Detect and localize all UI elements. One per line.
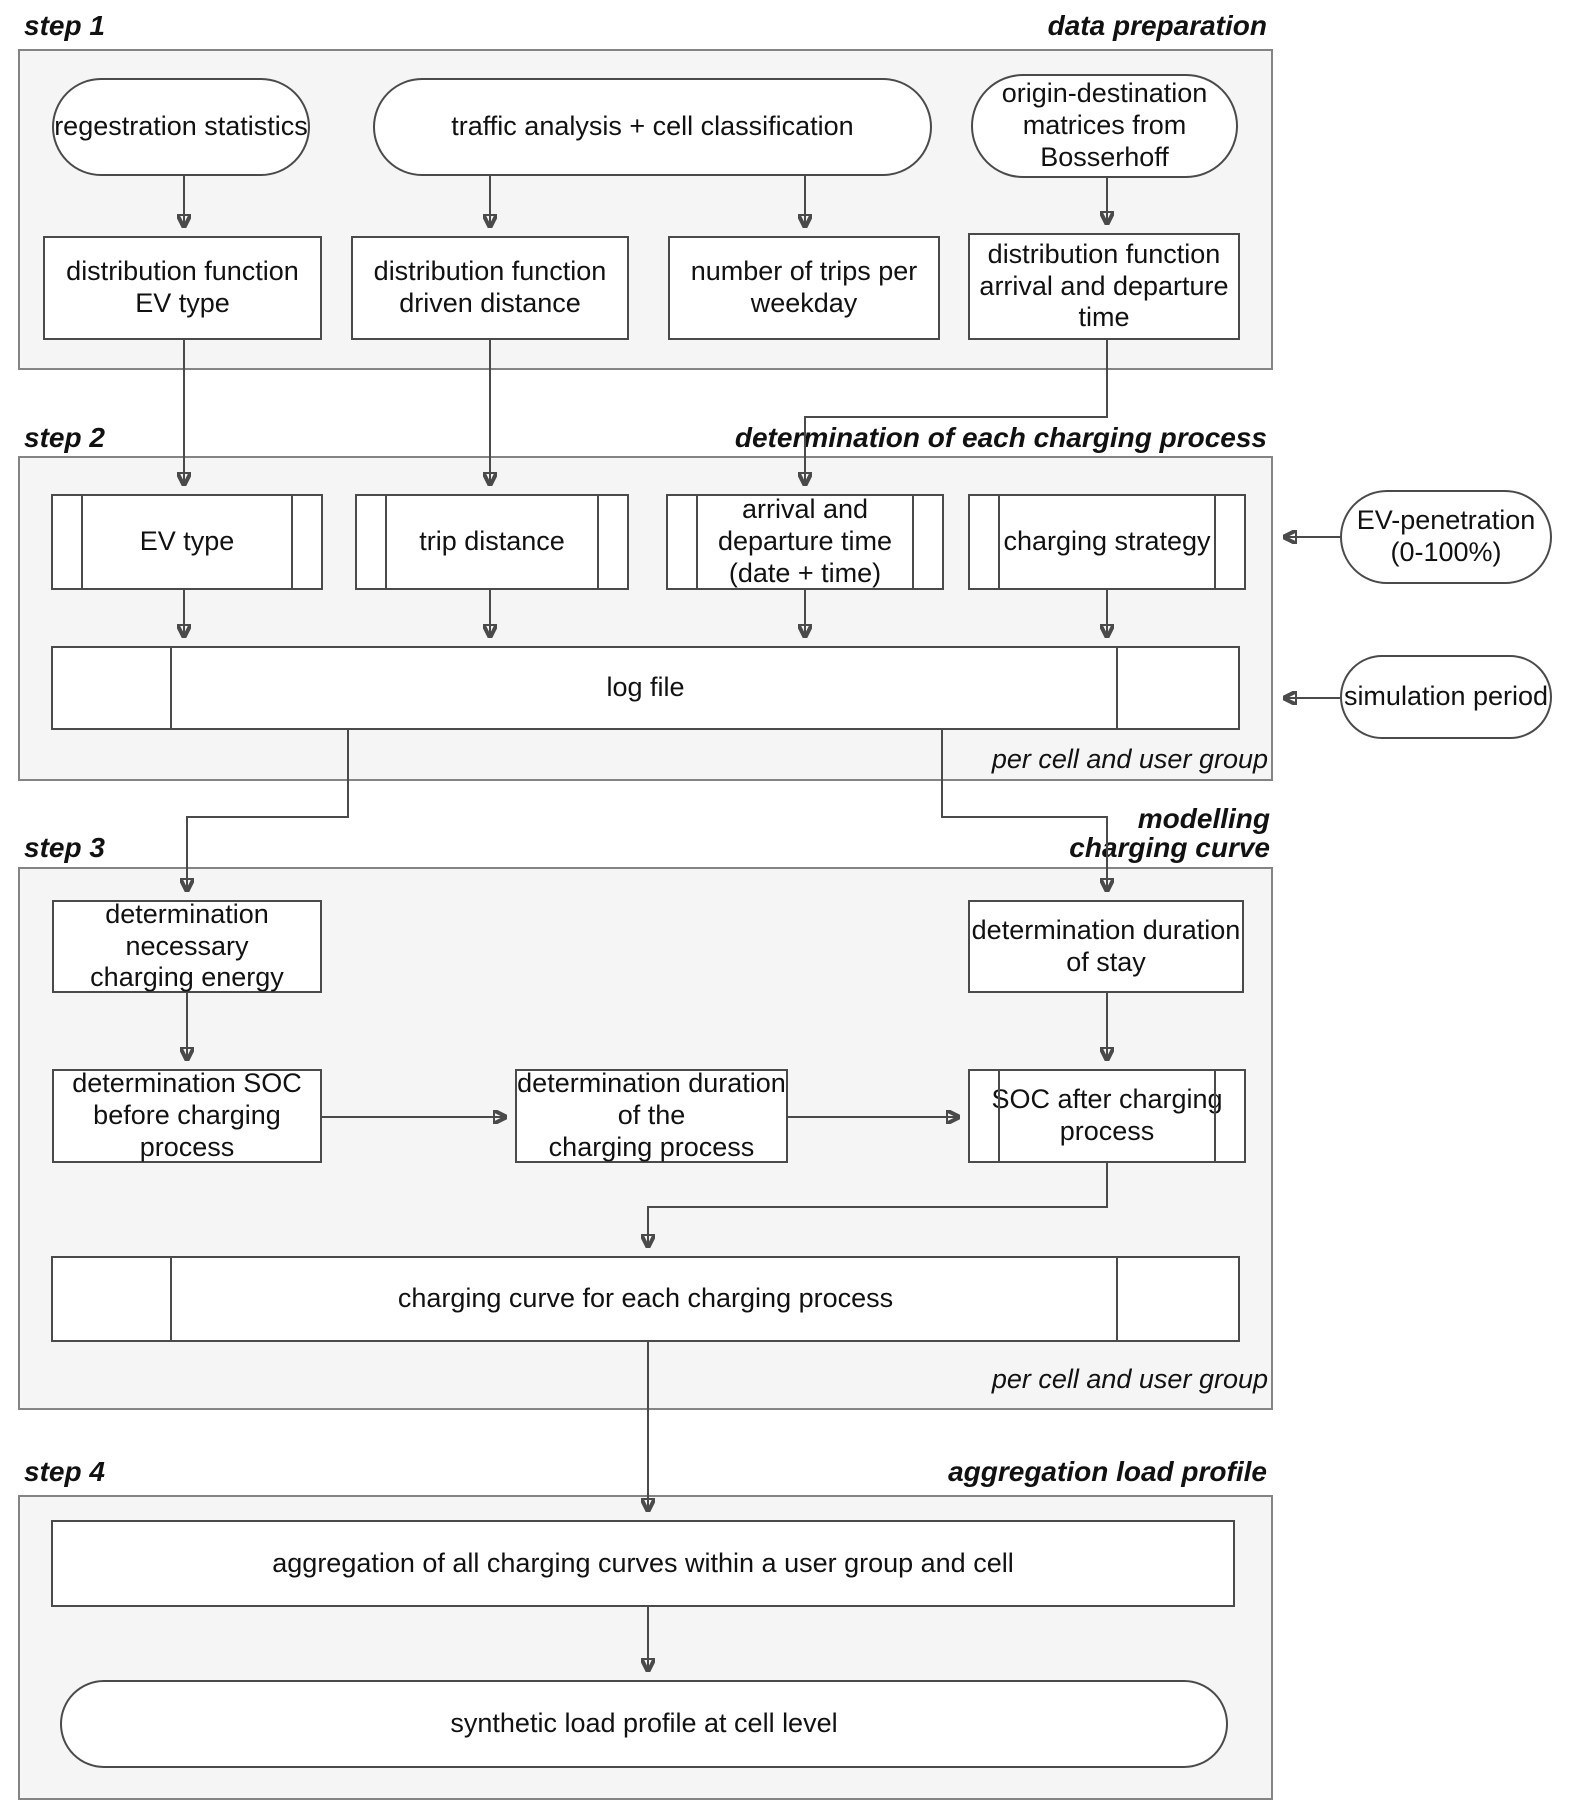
node-necessary-charging-energy: determination necessary charging energy <box>52 899 322 993</box>
subprocess-bar-right <box>597 496 599 588</box>
logfile-divider-left <box>170 648 172 728</box>
node-trip-distance-label: trip distance <box>419 526 565 557</box>
node-simulation-period: simulation period <box>1340 655 1552 739</box>
node-ev-type: EV type <box>51 494 323 590</box>
step4-title: aggregation load profile <box>948 1456 1267 1487</box>
node-aggregation-charging-curves: aggregation of all charging curves withi… <box>51 1520 1235 1607</box>
node-synthetic-load-profile: synthetic load profile at cell level <box>60 1680 1228 1768</box>
step2-note: per cell and user group <box>991 744 1268 774</box>
subprocess-bar-left <box>998 1071 1000 1161</box>
subprocess-bar-left <box>696 496 698 588</box>
node-soc-after-charging-label: SOC after charging process <box>991 1084 1223 1146</box>
node-charging-strategy: charging strategy <box>968 494 1246 590</box>
node-log-file-label: log file <box>606 672 685 703</box>
node-charging-curve: charging curve for each charging process <box>51 1256 1240 1342</box>
subprocess-bar-left <box>385 496 387 588</box>
step2-title: determination of each charging process <box>734 422 1267 453</box>
step1-label: step 1 <box>24 10 105 41</box>
step3-title-line1: modelling <box>1137 803 1270 834</box>
node-trip-distance: trip distance <box>355 494 629 590</box>
step3-note: per cell and user group <box>991 1364 1268 1394</box>
node-distribution-driven-distance: distribution function driven distance <box>351 236 629 340</box>
node-traffic-analysis: traffic analysis + cell classification <box>373 78 932 176</box>
node-log-file: log file <box>51 646 1240 730</box>
node-number-of-trips: number of trips per weekday <box>668 236 940 340</box>
subprocess-bar-left <box>998 496 1000 588</box>
node-charging-strategy-label: charging strategy <box>1003 526 1211 557</box>
step3-label: step 3 <box>24 832 105 863</box>
node-arrival-departure-time: arrival and departure time (date + time) <box>666 494 944 590</box>
node-soc-before-charging: determination SOC before charging proces… <box>52 1068 322 1163</box>
subprocess-bar-right <box>291 496 293 588</box>
node-distribution-arrival-departure: distribution function arrival and depart… <box>968 233 1240 340</box>
step1-title: data preparation <box>1047 10 1267 41</box>
subprocess-bar-right <box>1214 496 1216 588</box>
node-duration-charging-process: determination duration of the charging p… <box>515 1068 788 1163</box>
node-duration-of-stay: determination duration of stay <box>968 900 1244 993</box>
step4-label: step 4 <box>24 1456 105 1487</box>
node-charging-curve-label: charging curve for each charging process <box>397 1283 894 1314</box>
node-registration-statistics: regestration statistics <box>52 78 310 176</box>
subprocess-bar-right <box>1214 1071 1216 1161</box>
node-origin-destination-matrices: origin-destination matrices from Bosserh… <box>971 74 1238 178</box>
logfile-divider-right <box>1116 648 1118 728</box>
node-soc-after-charging: SOC after charging process <box>968 1069 1246 1163</box>
curve-divider-right <box>1116 1258 1118 1340</box>
subprocess-bar-left <box>81 496 83 588</box>
node-ev-penetration: EV-penetration (0-100%) <box>1340 490 1552 584</box>
step2-label: step 2 <box>24 422 105 453</box>
subprocess-bar-right <box>912 496 914 588</box>
curve-divider-left <box>170 1258 172 1340</box>
node-distribution-ev-type: distribution function EV type <box>43 236 322 340</box>
node-ev-type-label: EV type <box>139 526 235 557</box>
step3-title-line2: charging curve <box>1069 832 1270 863</box>
node-arrival-departure-time-label: arrival and departure time (date + time) <box>717 494 893 588</box>
